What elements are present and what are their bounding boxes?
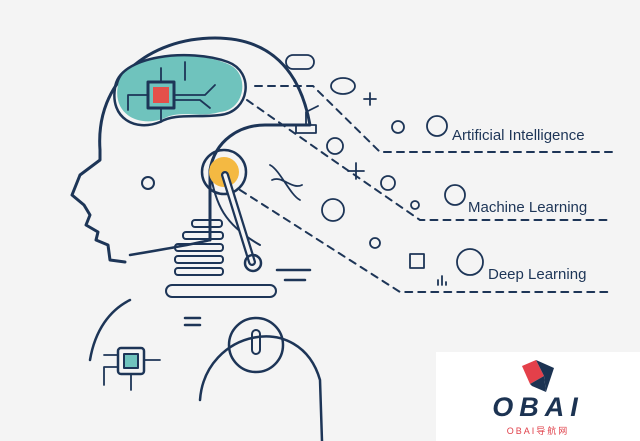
network-icon — [410, 200, 420, 210]
bulb-gear-icon — [444, 184, 466, 206]
label-deep-learning: Deep Learning — [488, 266, 587, 283]
logo-name: OBAI — [492, 392, 584, 422]
deep-head-icon — [456, 248, 484, 276]
chip-icon — [409, 253, 425, 269]
target-icon — [380, 175, 396, 191]
ai-head-icon — [426, 115, 448, 137]
magnifier-icon — [391, 120, 405, 134]
dashed-connectors — [239, 85, 613, 293]
gear-icon — [326, 137, 344, 155]
label-artificial-intelligence: Artificial Intelligence — [452, 127, 585, 144]
plus-icon — [363, 92, 377, 106]
bars-icon — [437, 275, 447, 286]
dna-icon — [269, 164, 303, 201]
yellow-joint — [200, 148, 248, 196]
fingerprint-icon — [321, 198, 345, 222]
side-icons — [269, 54, 484, 286]
chat-bubble-icon — [285, 54, 315, 70]
plus-icon-2 — [347, 162, 365, 180]
cube-logo-icon — [522, 360, 554, 392]
obai-logo: OBAI OBAI导航网 — [436, 352, 640, 441]
nodes-icon — [369, 237, 381, 249]
brain-icon — [330, 77, 356, 95]
neck-vents — [174, 219, 224, 276]
label-machine-learning: Machine Learning — [468, 199, 588, 216]
logo-subtitle: OBAI导航网 — [506, 426, 570, 436]
